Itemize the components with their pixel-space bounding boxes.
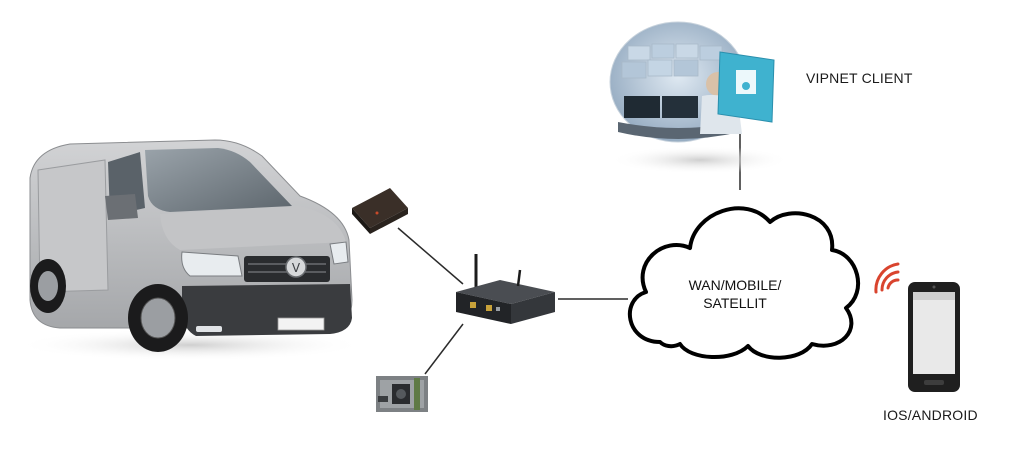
smartphone-icon (908, 282, 960, 392)
van-image: V (15, 139, 365, 361)
line-dvr-to-gateway (397, 227, 464, 285)
connector-lines (397, 128, 741, 375)
network-label: WAN/MOBILE/ SATELLIT (650, 276, 820, 312)
camera-module-icon (376, 376, 428, 412)
svg-text:V: V (292, 261, 301, 275)
mobile-label: IOS/ANDROID (883, 407, 978, 423)
network-label-line2: SATELLIT (703, 295, 767, 311)
cloud-icon (628, 206, 861, 360)
monitoring-room-image (609, 21, 790, 174)
line-camera-to-gateway (424, 323, 464, 375)
gateway-router-icon (456, 254, 555, 324)
dvr-box-icon (352, 188, 408, 234)
vipnet-client-label: VIPNET CLIENT (806, 70, 913, 86)
wifi-signal-icon (874, 262, 900, 294)
network-label-line1: WAN/MOBILE/ (688, 277, 782, 293)
